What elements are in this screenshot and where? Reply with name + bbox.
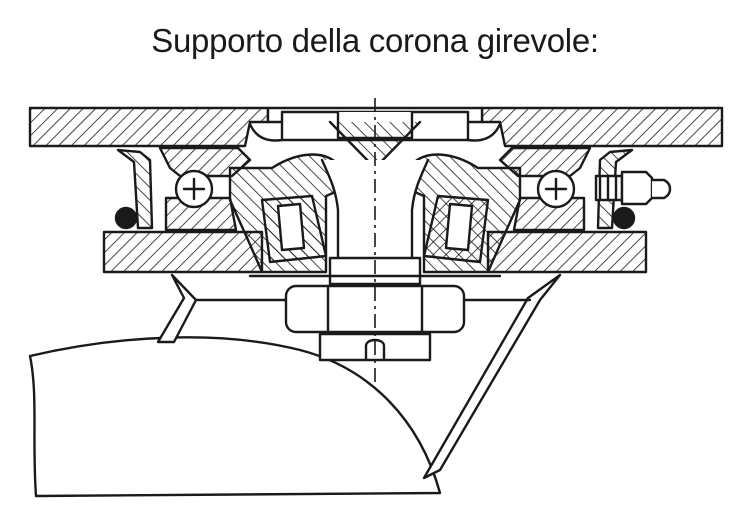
fork-plate-right	[486, 230, 648, 274]
fork-plate	[102, 230, 264, 274]
grease-nipple	[594, 170, 672, 206]
top-plate-right	[480, 106, 724, 148]
right-seal	[596, 148, 634, 230]
drawing-title: Supporto della corona girevole:	[151, 22, 599, 59]
fork-left-leg	[156, 273, 198, 344]
wheel	[28, 336, 442, 498]
left-o-ring	[114, 206, 138, 230]
right-o-ring	[612, 206, 636, 230]
fork-right-leg	[422, 273, 562, 480]
top-plate	[28, 106, 270, 148]
left-seal	[116, 148, 154, 230]
